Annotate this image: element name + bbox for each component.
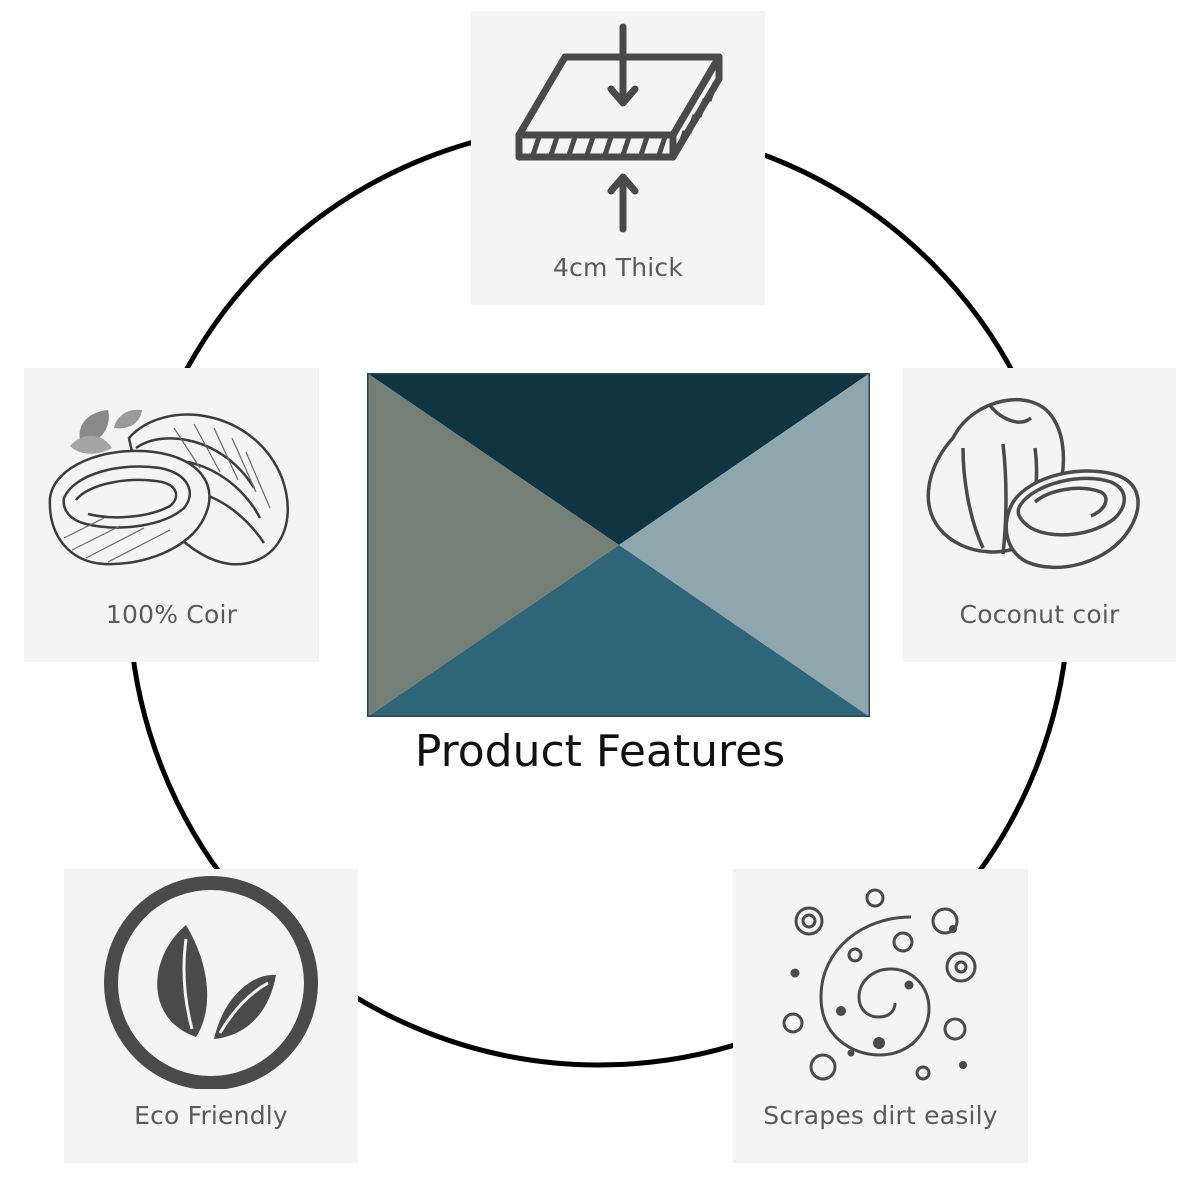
coconut-sketch-icon bbox=[48, 409, 290, 566]
feature-tile-eco: Eco Friendly bbox=[64, 869, 358, 1163]
leaf-circle-icon bbox=[104, 876, 318, 1089]
feature-label-coconut: Coconut coir bbox=[959, 600, 1120, 629]
spiral-dots-icon bbox=[782, 888, 977, 1081]
coconut-outline-icon bbox=[926, 398, 1140, 570]
feature-tile-scrape: Scrapes dirt easily bbox=[733, 869, 1028, 1163]
feature-tile-coir: 100% Coir bbox=[24, 368, 319, 662]
doormat-product-image bbox=[367, 373, 870, 717]
compressed-board-icon bbox=[515, 23, 723, 233]
feature-label-thickness: 4cm Thick bbox=[552, 253, 684, 282]
feature-label-eco: Eco Friendly bbox=[134, 1101, 288, 1130]
page-title: Product Features bbox=[414, 726, 786, 777]
feature-tile-thickness: 4cm Thick bbox=[471, 11, 765, 305]
feature-label-scrape: Scrapes dirt easily bbox=[763, 1101, 998, 1130]
feature-tile-coconut: Coconut coir bbox=[903, 368, 1176, 662]
feature-label-coir: 100% Coir bbox=[105, 600, 238, 629]
